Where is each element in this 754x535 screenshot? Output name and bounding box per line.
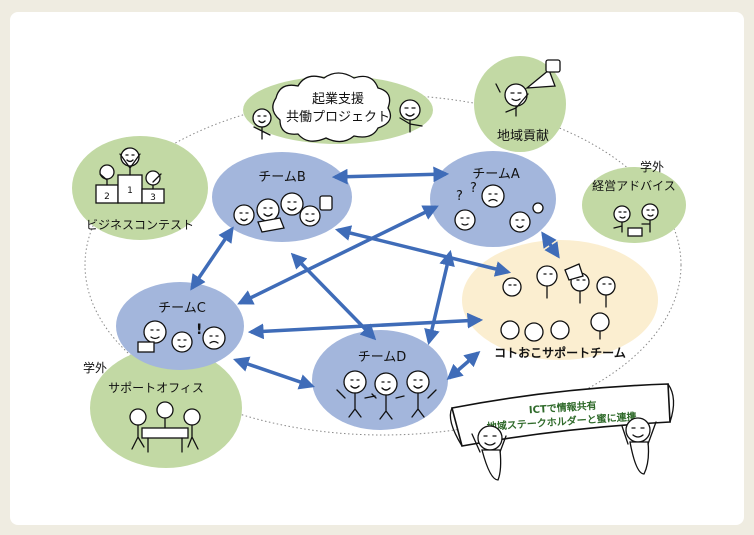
advice-label-line1: 学外 (640, 159, 664, 174)
local-contribution-label: 地域貢献 (497, 129, 549, 144)
team-a-label: チームA (472, 167, 520, 182)
person-figure-icon (471, 425, 507, 481)
arrow-b-a (331, 166, 450, 185)
support-team-label: コトおこサポートチーム (494, 345, 626, 360)
person-figure-icon (252, 108, 272, 140)
svg-text:1: 1 (127, 186, 133, 196)
office-table-figures (129, 401, 201, 453)
arrow-c-support (247, 312, 484, 340)
megaphone-icon (495, 59, 561, 117)
startup-label-line1: 起業支援 (312, 91, 364, 107)
support-team-figures (500, 263, 616, 342)
exclamation-icon: ! (196, 322, 202, 338)
person-figure-icon (399, 99, 423, 133)
business-contest-label: ビジネスコンテスト (86, 218, 194, 232)
person-figure-icon (621, 417, 657, 475)
question-mark-icon: ? (470, 181, 477, 196)
svg-text:2: 2 (104, 192, 110, 202)
arrow-a-support (541, 231, 560, 259)
advice-label-line2: 経営アドバイス (592, 179, 676, 193)
speech-cloud-icon (272, 72, 392, 143)
arrow-a-d (424, 249, 455, 346)
team-b-figures (233, 192, 333, 233)
person-figure-icon (613, 203, 659, 237)
support-team-bubble (462, 240, 658, 360)
connection-arrows (190, 166, 560, 390)
trophy-podium-icon: 2 1 3 (95, 147, 165, 204)
arrow-b-c (190, 226, 234, 291)
office-label-line1: 学外 (83, 360, 107, 375)
lightbulb-icon (532, 202, 544, 214)
startup-figures (252, 72, 423, 143)
svg-text:3: 3 (150, 193, 156, 203)
arrow-a-c (237, 205, 439, 305)
team-c-label: チームC (158, 301, 206, 316)
question-mark-icon: ? (456, 189, 463, 204)
arrow-d-support (446, 350, 481, 381)
team-d-label: チームD (358, 350, 407, 365)
team-c-bubble (116, 282, 244, 370)
arrow-c-d (233, 356, 315, 390)
team-d-figures (336, 370, 437, 420)
office-label-line2: サポートオフィス (108, 381, 204, 395)
team-a-figures: ? ? (454, 181, 544, 233)
startup-label-line2: 共働プロジェクト (286, 110, 390, 125)
team-c-figures: ! (137, 320, 226, 353)
team-b-label: チームB (258, 170, 306, 185)
advice-bubble (582, 167, 686, 243)
ict-banner: ICTで情報共有 地域ステークホルダーと蜜に連携 (449, 383, 675, 481)
outer-boundary-ring (84, 94, 682, 436)
